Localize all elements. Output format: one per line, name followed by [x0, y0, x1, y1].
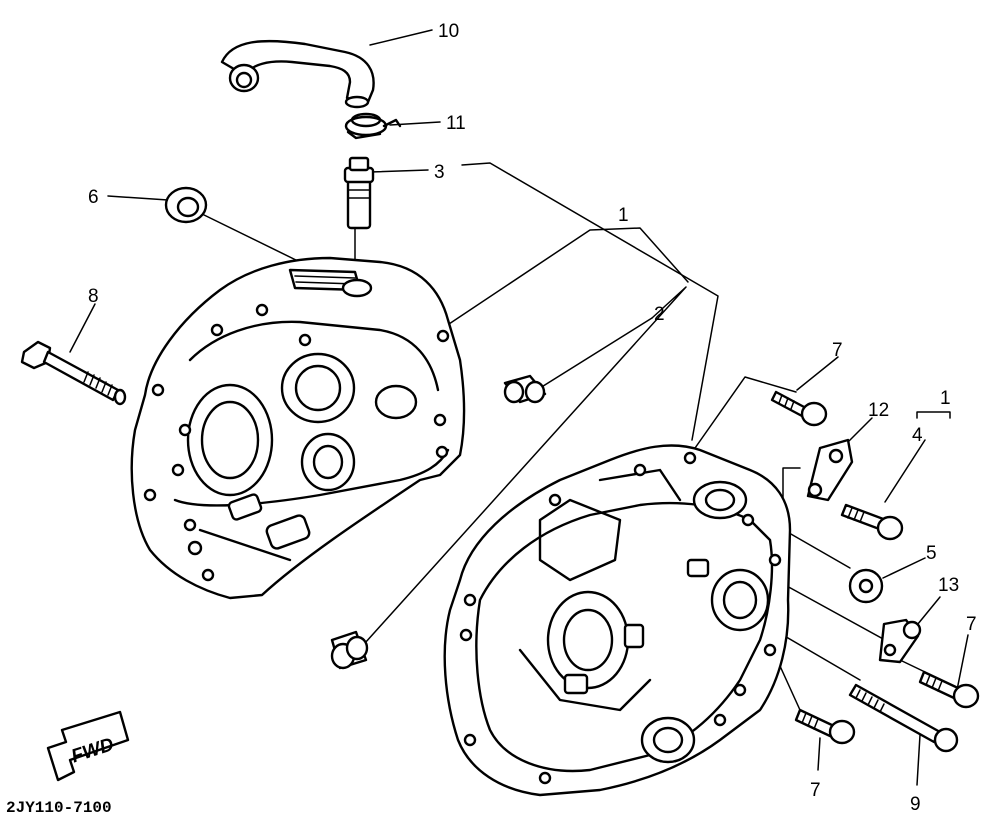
label-7-right: 7	[966, 614, 977, 635]
breather-pipe	[343, 156, 375, 230]
label-3: 3	[434, 162, 445, 183]
dowel-pins	[330, 374, 547, 670]
label-7-upper: 7	[832, 340, 843, 361]
dowel-pin-lower	[330, 630, 369, 670]
clamp-13	[878, 618, 922, 664]
label-1-top: 1	[618, 205, 629, 226]
label-13: 13	[938, 575, 959, 596]
long-bolt	[20, 340, 127, 406]
callout-labels: 10 11 3 6 1 8 2 7 1 12 4 5 13 7 7 9	[88, 21, 977, 815]
label-6: 6	[88, 187, 99, 208]
breather-hose	[220, 39, 375, 109]
left-crankcase-half	[130, 256, 466, 600]
dowel-pin-upper	[503, 374, 547, 404]
label-4: 4	[912, 425, 923, 446]
label-5: 5	[926, 543, 937, 564]
bolt-7-bottom	[794, 708, 856, 745]
label-10: 10	[438, 21, 459, 42]
label-11: 11	[446, 113, 466, 134]
washer-5	[848, 568, 884, 604]
fwd-arrow-icon: FWD	[46, 710, 130, 782]
diagram-part-code: 2JY110-7100	[6, 799, 112, 817]
bracket-12	[806, 438, 854, 502]
leader-lines	[69, 29, 969, 786]
label-9: 9	[910, 794, 921, 815]
label-1-right: 1	[940, 388, 951, 409]
plug-grommet	[164, 186, 208, 224]
label-7-bottom: 7	[810, 780, 821, 801]
bolt-7-right	[918, 670, 980, 709]
hose-clip	[344, 112, 402, 140]
label-8: 8	[88, 286, 99, 307]
label-12: 12	[868, 400, 889, 421]
bolt-4	[840, 503, 904, 541]
label-2: 2	[654, 304, 665, 325]
bolt-7-upper	[770, 390, 828, 427]
long-bolt-9	[848, 683, 959, 753]
right-crankcase-half	[443, 444, 792, 797]
